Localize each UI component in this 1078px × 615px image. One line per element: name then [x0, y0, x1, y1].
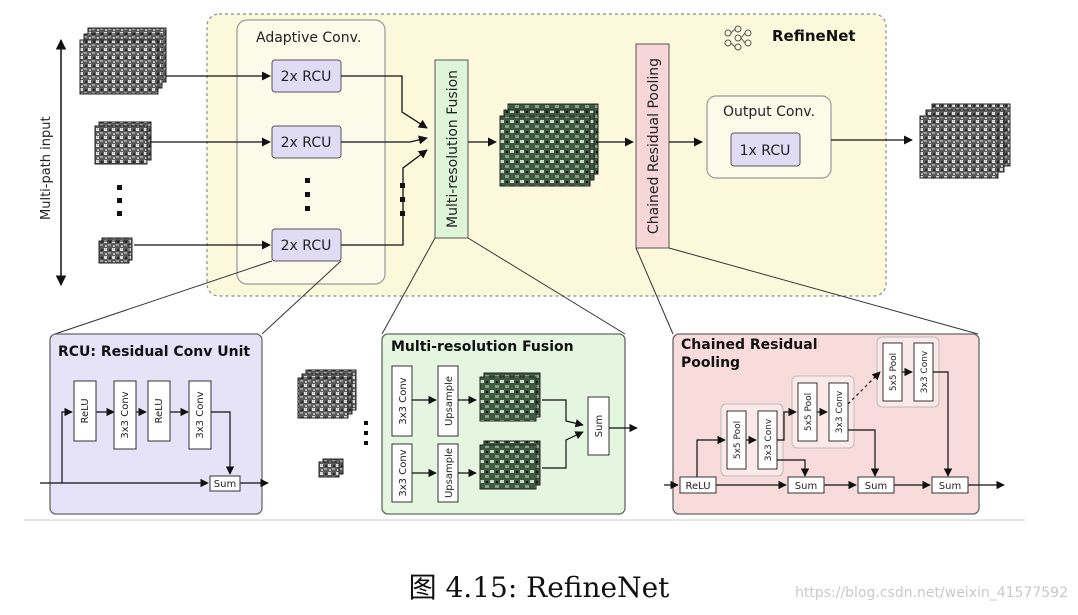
mrf-conv-1: 3x3 Conv [391, 365, 413, 437]
svg-text:3x3 Conv: 3x3 Conv [398, 377, 409, 424]
rcu-conv-2: 3x3 Conv [188, 380, 212, 450]
mrf-detail-input-map-2 [318, 458, 344, 478]
svg-text:3x3 Conv: 3x3 Conv [835, 390, 845, 433]
crp-detail-title-line1: Chained Residual [681, 337, 818, 353]
output-feature-map [919, 103, 1011, 179]
rcu-detail-title: RCU: Residual Conv Unit [58, 344, 250, 360]
mrf-upsample-1: Upsample [437, 365, 459, 437]
adaptive-conv-label: Adaptive Conv. [256, 30, 361, 46]
svg-text:3x3 Conv: 3x3 Conv [195, 391, 206, 438]
refinenet-title: RefineNet [772, 27, 856, 45]
figure-caption: 图 4.15: RefineNet [408, 571, 670, 604]
mrf-detail-input-map-1 [297, 369, 357, 419]
svg-text:ReLU: ReLU [154, 398, 165, 423]
crp-conv-1: 3x3 Conv [757, 410, 778, 470]
svg-text:Sum: Sum [939, 481, 961, 492]
crp-sum-1: Sum [787, 476, 825, 494]
multi-resolution-fusion-label: Multi-resolution Fusion [445, 70, 461, 228]
rcu-1x-box: 1x RCU [730, 132, 801, 167]
crp-conv-2: 3x3 Conv [828, 382, 849, 442]
svg-text:3x3 Conv: 3x3 Conv [764, 418, 774, 461]
mrf-feature-map-1 [479, 372, 541, 422]
svg-text:ReLU: ReLU [685, 481, 710, 492]
crp-relu: ReLU [679, 476, 717, 494]
input-arrows [134, 71, 271, 250]
crp-sum-2: Sum [857, 476, 895, 494]
mrf-detail-ellipsis [364, 421, 368, 445]
fusion-ellipsis [400, 183, 405, 216]
svg-text:1x RCU: 1x RCU [740, 143, 791, 159]
input-feature-map-1 [79, 27, 167, 95]
svg-text:3x3 Conv: 3x3 Conv [920, 350, 930, 393]
svg-text:3x3 Conv: 3x3 Conv [120, 391, 131, 438]
svg-text:5x5 Pool: 5x5 Pool [889, 353, 899, 391]
zoom-connectors [54, 237, 979, 335]
fused-feature-map [499, 103, 599, 187]
rcu-relu-2: ReLU [147, 380, 171, 442]
svg-text:Sum: Sum [865, 481, 887, 492]
svg-text:Sum: Sum [795, 481, 817, 492]
mrf-detail-title: Multi-resolution Fusion [391, 339, 574, 355]
crp-pool-2: 5x5 Pool [797, 382, 818, 442]
chained-residual-pooling-box [635, 43, 670, 249]
rcu-conv-1: 3x3 Conv [113, 380, 137, 450]
rcu-ellipsis [305, 178, 310, 211]
svg-text:Upsample: Upsample [444, 448, 455, 498]
rcu-sum: Sum [209, 475, 241, 492]
rcu-to-fusion-arrows [341, 75, 428, 246]
mrf-upsample-2: Upsample [437, 443, 459, 503]
output-conv-label: Output Conv. [723, 104, 815, 120]
watermark: https://blog.csdn.net/weixin_41577592 [794, 585, 1068, 601]
crp-conv-3: 3x3 Conv [913, 342, 934, 402]
svg-text:2x RCU: 2x RCU [281, 238, 332, 254]
svg-text:5x5 Pool: 5x5 Pool [804, 393, 814, 431]
crp-pool-1: 5x5 Pool [726, 410, 747, 470]
mrf-conv-2: 3x3 Conv [391, 443, 413, 503]
input-feature-map-3 [98, 237, 133, 264]
input-ellipsis [117, 185, 122, 216]
crp-sum-3: Sum [931, 476, 969, 494]
crp-pool-3: 5x5 Pool [882, 342, 903, 402]
svg-text:3x3 Conv: 3x3 Conv [398, 449, 409, 496]
multi-resolution-fusion-box [434, 59, 469, 239]
mrf-feature-map-2 [479, 440, 541, 490]
rcu-2x-box-1: 2x RCU [271, 59, 342, 93]
multi-path-input-label: Multi-path input [39, 116, 54, 220]
svg-text:Sum: Sum [214, 479, 236, 490]
crp-detail-title-line2: Pooling [681, 355, 740, 371]
svg-text:2x RCU: 2x RCU [281, 135, 332, 151]
svg-text:5x5 Pool: 5x5 Pool [733, 421, 743, 459]
svg-text:Sum: Sum [594, 415, 605, 437]
svg-text:2x RCU: 2x RCU [281, 69, 332, 85]
mrf-sum: Sum [587, 396, 610, 456]
refinenet-logo-icon [724, 25, 752, 51]
rcu-2x-box-2: 2x RCU [271, 125, 342, 159]
svg-text:Upsample: Upsample [444, 376, 455, 426]
input-feature-map-2 [94, 121, 152, 165]
rcu-2x-box-3: 2x RCU [271, 228, 342, 262]
svg-text:ReLU: ReLU [80, 398, 91, 423]
rcu-relu-1: ReLU [73, 380, 97, 442]
chained-residual-pooling-label: Chained Residual Pooling [646, 58, 662, 234]
